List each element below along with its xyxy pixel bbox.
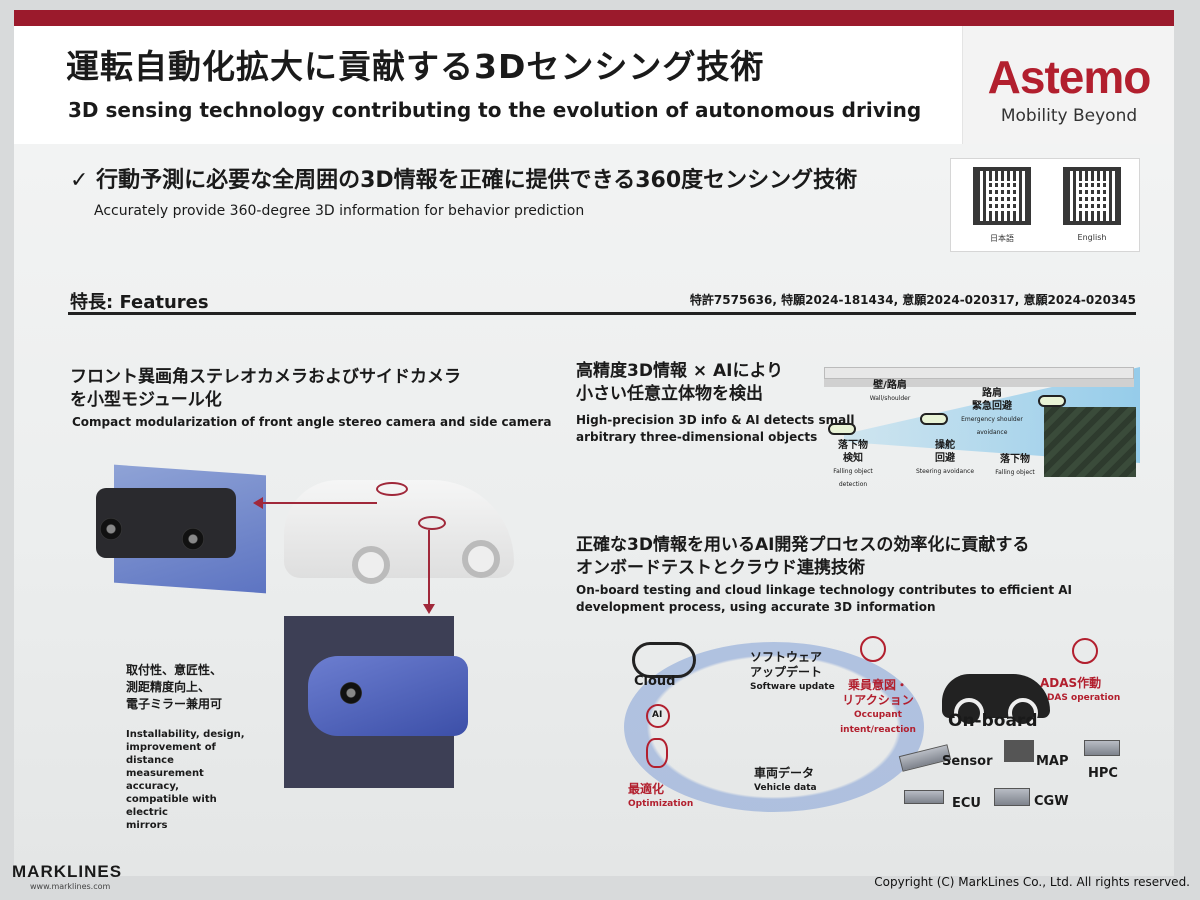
label-wall: 壁/路肩 Wall/shoulder (869, 380, 911, 402)
ai-head-icon (646, 704, 670, 728)
ai-head-icon (1072, 638, 1098, 664)
check-icon: ✓ (70, 168, 89, 193)
logo-box: Astemo Mobility Beyond (962, 26, 1174, 144)
avoidance-diagram: 壁/路肩 Wall/shoulder 路肩 緊急回避 Emergency sho… (824, 367, 1140, 488)
hpc-label: HPC (1088, 766, 1118, 781)
arrow-to-side-camera (423, 530, 435, 614)
cgw-unit-icon (994, 788, 1030, 806)
section-divider (68, 312, 1136, 315)
car-icon (1038, 395, 1066, 407)
section2-heading-jp: 高精度3D情報 × AIにより 小さい任意立体物を検出 (576, 361, 784, 404)
wheel-icon (462, 540, 500, 578)
section3-heading-jp: 正確な3D情報を用いるAI開発プロセスの効率化に貢献する オンボードテストとクラ… (576, 535, 1030, 578)
section1-heading-en: Compact modularization of front angle st… (72, 415, 552, 429)
label-detection: 落下物 検知 Falling object detection (833, 440, 873, 488)
qr-label-japanese: 日本語 (990, 234, 1014, 243)
section3-heading-en: On-board testing and cloud linkage techn… (576, 583, 1072, 614)
occupant-label: 乗員意図・ リアクション Occupant intent/reaction (840, 678, 916, 735)
section1-note-jp: 取付性、意匠性、 測距精度向上、 電子ミラー兼用可 (126, 663, 223, 711)
car-icon (920, 413, 948, 425)
copyright-notice: Copyright (C) MarkLines Co., Ltd. All ri… (874, 875, 1190, 889)
optimization-label: 最適化 Optimization (628, 782, 694, 809)
road-scene-image (1044, 407, 1136, 477)
car-icon (942, 674, 1050, 728)
section1-note-en: Installability, design, improvement of d… (126, 729, 245, 831)
astemo-logo: Astemo (987, 51, 1152, 103)
summary-japanese: ✓ 行動予測に必要な全周囲の3D情報を正確に提供できる360度センシング技術 (70, 168, 858, 193)
car-icon (828, 423, 856, 435)
label-steering: 操舵 回避 Steering avoidance (915, 440, 975, 475)
map-unit-icon (1004, 740, 1034, 762)
side-camera-image (308, 656, 468, 736)
marklines-logo: MARKLINES (12, 862, 123, 881)
qr-code-icon[interactable] (1063, 167, 1121, 225)
side-camera-location-marker (418, 516, 446, 530)
lens-icon (340, 682, 362, 704)
qr-panel: 日本語 English (950, 158, 1140, 252)
ai-label: AI (652, 710, 663, 720)
features-heading: 特長: Features (70, 292, 209, 313)
label-emergency: 路肩 緊急回避 Emergency shoulder avoidance (961, 388, 1023, 436)
title-english: 3D sensing technology contributing to th… (68, 98, 922, 122)
top-accent-bar (14, 10, 1174, 26)
onboard-label: On-board (948, 711, 1038, 731)
adas-label: ADAS作動 ADAS operation (1040, 676, 1121, 703)
qr-label-english: English (1077, 233, 1107, 242)
title-japanese: 運転自動化拡大に貢献する3Dセンシング技術 (66, 47, 765, 86)
wall-rail (824, 379, 1134, 387)
lens-icon (100, 518, 122, 540)
vehicle-data-label: 車両データ Vehicle data (754, 766, 817, 793)
cgw-label: CGW (1034, 794, 1069, 809)
wall-rail (824, 367, 1134, 379)
hpc-unit-icon (1084, 740, 1120, 756)
poster: 運転自動化拡大に貢献する3Dセンシング技術 3D sensing technol… (14, 10, 1174, 876)
development-cycle-arrow (624, 642, 924, 812)
ecu-label: ECU (952, 796, 981, 811)
stereo-camera-image (96, 488, 236, 558)
label-falling-object: 落下物 Falling object (995, 454, 1035, 476)
section2-heading-en: High-precision 3D info & AI detects smal… (576, 413, 855, 444)
software-update-label: ソフトウェア アップデート Software update (750, 650, 835, 692)
qr-code-icon[interactable] (973, 167, 1031, 225)
cloud-label: Cloud (634, 674, 676, 689)
patent-numbers: 特許7575636, 特願2024-181434, 意願2024-020317,… (689, 293, 1136, 307)
lens-icon (182, 528, 204, 550)
wheel-icon (352, 546, 390, 584)
map-label: MAP (1036, 754, 1069, 769)
person-icon (646, 738, 668, 768)
marklines-url: www.marklines.com (30, 882, 111, 891)
camera-location-marker (376, 482, 408, 496)
sensor-label: Sensor (942, 754, 993, 769)
logo-tagline: Mobility Beyond (1000, 106, 1138, 126)
section1-heading-jp: フロント異画角ステレオカメラおよびサイドカメラ を小型モジュール化 (70, 367, 461, 410)
ai-head-icon (860, 636, 886, 662)
ecu-unit-icon (904, 790, 944, 804)
summary-english: Accurately provide 360-degree 3D informa… (94, 203, 585, 219)
arrow-to-front-camera (253, 497, 377, 509)
cloud-icon (632, 642, 696, 678)
